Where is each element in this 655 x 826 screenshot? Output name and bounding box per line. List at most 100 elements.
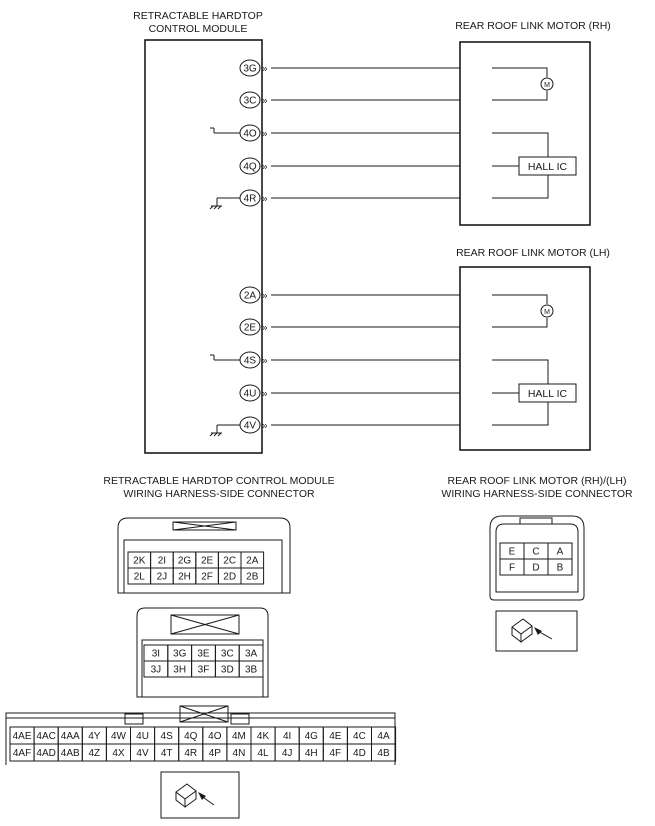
module-connector-upper-lock xyxy=(172,521,237,531)
module-pin-label: 4Q xyxy=(243,162,257,173)
module-pin-bubble xyxy=(239,384,261,402)
module-connector-title-line1: RETRACTABLE HARDTOP CONTROL MODULE xyxy=(103,475,334,487)
module-bottom-pin-label: 4AF xyxy=(13,748,31,759)
module-middle-pin-label: 3I xyxy=(152,649,160,660)
module-bottom-pin-label: 4Y xyxy=(88,731,101,742)
module-upper-pin-label: 2C xyxy=(223,556,236,567)
motor-lh-box xyxy=(459,266,591,451)
terminal-mark: » xyxy=(262,96,268,107)
module-bottom-pin-label: 4E xyxy=(329,731,342,742)
connector-views: RETRACTABLE HARDTOP CONTROL MODULEWIRING… xyxy=(5,475,633,819)
module-upper-pin-label: 2I xyxy=(158,556,166,567)
module-pin-label: 4R xyxy=(244,194,257,205)
ground-symbol xyxy=(213,432,218,437)
connector-view-icon xyxy=(511,627,522,644)
module-bottom-cavity xyxy=(371,743,397,762)
terminal-mark: » xyxy=(262,129,268,140)
terminal-mark: » xyxy=(262,291,268,302)
module-bottom-pin-label: 4I xyxy=(283,731,291,742)
module-bottom-pin-label: 4AC xyxy=(36,731,55,742)
module-pin-label: 2A xyxy=(244,291,257,302)
module-connector-middle-lock xyxy=(170,614,240,635)
motor-symbol xyxy=(540,77,554,91)
ground-symbol xyxy=(213,205,218,210)
module-connector-middle-lock-cross xyxy=(170,614,240,635)
module-middle-pin-label: 3D xyxy=(221,665,234,676)
module-bottom-pin-label: 4P xyxy=(209,748,222,759)
motor-connector-title-line2: WIRING HARNESS-SIDE CONNECTOR xyxy=(441,488,633,500)
module-bottom-pin-label: 4L xyxy=(257,748,269,759)
module-middle-pin-label: 3H xyxy=(173,665,186,676)
module-bottom-pin-label: 4O xyxy=(208,731,222,742)
module-pin-bubble xyxy=(239,157,261,175)
module-bottom-pin-label: 4W xyxy=(111,731,127,742)
module-middle-pin-label: 3C xyxy=(221,649,234,660)
hall-ic-box xyxy=(518,383,577,403)
module-upper-pin-label: 2A xyxy=(246,556,259,567)
module-view-icon-frame xyxy=(160,771,240,819)
module-title-line2: CONTROL MODULE xyxy=(149,23,248,35)
motor-connector-lock xyxy=(519,517,553,525)
module-bottom-pin-label: 4AA xyxy=(61,731,80,742)
module-pin-label: 4S xyxy=(244,356,257,367)
hall-lead xyxy=(492,175,549,199)
arrow-head-icon xyxy=(198,792,206,800)
motor-view-icon-frame xyxy=(495,610,578,652)
motor-symbol-label: M xyxy=(544,309,550,316)
module-bottom-pin-label: 4AB xyxy=(61,748,80,759)
module-pin-label: 3G xyxy=(243,64,257,75)
motor-lead xyxy=(492,318,548,328)
module-pin-label: 3C xyxy=(244,96,257,107)
module-connector-title-line2: WIRING HARNESS-SIDE CONNECTOR xyxy=(123,488,315,500)
module-pin-label: 4U xyxy=(244,389,257,400)
module-middle-cavity xyxy=(238,660,264,678)
connector-view-icon xyxy=(175,792,186,809)
module-bottom-pin-label: 4H xyxy=(305,748,318,759)
module-bottom-pin-label: 4AD xyxy=(36,748,55,759)
module-middle-pin-label: 3E xyxy=(197,649,210,660)
motor-pin-label: F xyxy=(509,563,515,574)
module-bottom-pin-label: 4AE xyxy=(13,731,32,742)
terminal-mark: » xyxy=(262,356,268,367)
module-bottom-pin-label: 4U xyxy=(136,731,149,742)
module-pin-label: 2E xyxy=(244,323,257,334)
module-upper-pin-label: 2D xyxy=(223,572,236,583)
module-title-line1: RETRACTABLE HARDTOP xyxy=(133,10,263,22)
hall-ic-label: HALL IC xyxy=(528,161,568,173)
module-pin-label: 4V xyxy=(244,421,257,432)
motor-pin-label: D xyxy=(532,563,539,574)
module-bottom-pin-label: 4N xyxy=(233,748,246,759)
ground-symbol xyxy=(209,432,214,437)
terminal-mark: » xyxy=(262,162,268,173)
module-upper-pin-label: 2F xyxy=(201,572,213,583)
module-bottom-pin-label: 4V xyxy=(136,748,149,759)
module-connector-bottom-lock xyxy=(179,705,229,723)
module-bottom-pin-label: 4T xyxy=(161,748,173,759)
motor-lead xyxy=(492,67,548,77)
motor-lead xyxy=(492,91,548,101)
module-upper-pin-label: 2J xyxy=(157,572,168,583)
module-connector-bottom-lock-cross xyxy=(179,705,229,723)
module-upper-cavity xyxy=(240,567,265,585)
module-middle-pin-label: 3A xyxy=(245,649,258,660)
module-upper-pin-label: 2G xyxy=(178,556,192,567)
module-connector-bottom-key xyxy=(230,713,250,725)
module-bottom-pin-label: 4X xyxy=(112,748,125,759)
hall-lead xyxy=(492,132,549,157)
module-upper-pin-label: 2K xyxy=(133,556,146,567)
control-module-body xyxy=(144,39,263,454)
module-upper-pin-label: 2H xyxy=(178,572,191,583)
hall-ic-box xyxy=(518,156,577,176)
motor-pin-label: C xyxy=(532,547,539,558)
module-upper-pin-label: 2B xyxy=(246,572,259,583)
ground-symbol xyxy=(217,205,222,210)
module-bottom-pin-label: 4K xyxy=(257,731,270,742)
control-module-box xyxy=(144,39,263,454)
motor-pin-label: E xyxy=(509,547,516,558)
motor-connector-title-line1: REAR ROOF LINK MOTOR (RH)/(LH) xyxy=(448,475,627,487)
module-connector-middle-housing xyxy=(136,607,269,698)
module-bottom-pin-label: 4B xyxy=(377,748,390,759)
